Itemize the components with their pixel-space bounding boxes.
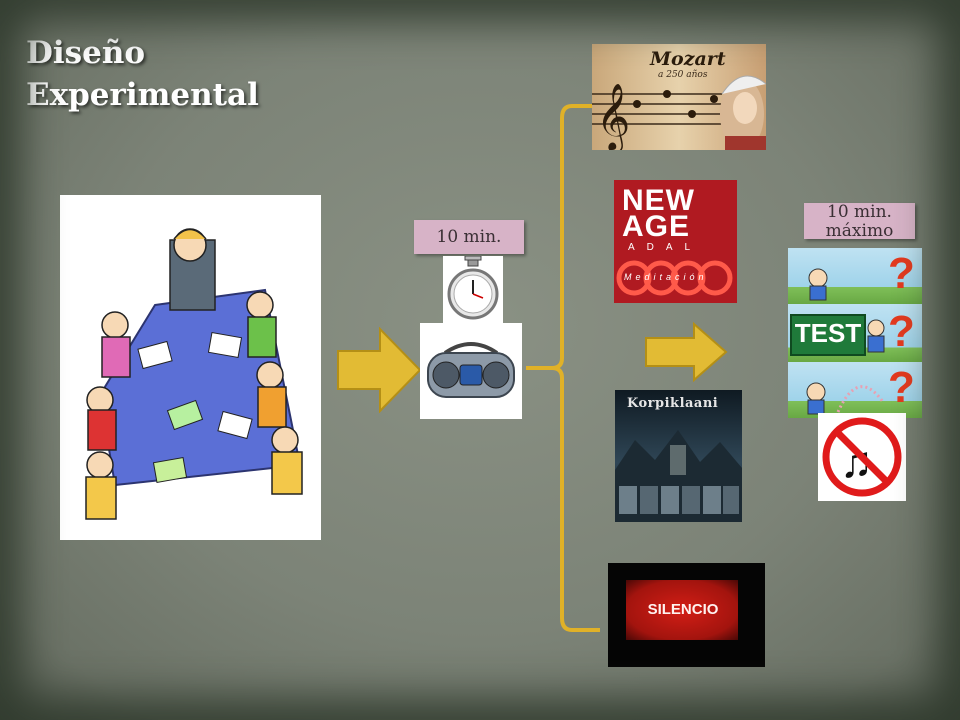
test-sign [790,314,866,356]
max-time-line-1: 10 min. [827,202,892,222]
max-time-label: 10 min. máximo [804,202,915,241]
title-line-1: Diseño [26,35,146,71]
question-mark-icon: ? [888,307,915,356]
metal-band-name: Korpiklaani [627,396,719,411]
arrow-right-icon [645,322,728,382]
no-music-icon: ♫ [818,413,906,501]
mozart-image: 𝄞 Mozart a 250 años [592,44,766,150]
test-image-top: ? [788,248,922,304]
group-meeting-image [60,195,321,540]
silence-text: SILENCIO [647,601,719,618]
newage-album-image: NEW AGE ADAL Meditación [614,180,737,303]
test-image-middle: TEST ? [788,304,922,362]
silence-sign [626,580,738,640]
newage-line1: NEW [622,184,695,217]
slide-title: Diseño Experimental [26,32,259,116]
title-line-2: Experimental [26,77,259,113]
metal-album-image: Korpiklaani [615,390,742,522]
max-time-line-2: máximo [825,221,894,241]
svg-text:𝄞: 𝄞 [596,84,630,150]
mozart-subtitle: a 250 años [658,70,708,80]
question-mark-icon: ? [888,249,915,298]
newage-line2: AGE [622,210,691,243]
mozart-title: Mozart [650,48,726,70]
newage-line3: ADAL [628,242,703,253]
time-label: 10 min. [414,220,524,254]
silence-image: SILENCIO [608,563,765,667]
arrow-right-icon [337,327,422,413]
stopwatch-icon [443,256,503,324]
group-meeting-illustration [85,228,303,520]
test-image-bottom: ? [788,362,922,418]
question-mark-icon: ? [888,363,915,412]
bracket-connector [526,104,600,632]
newage-line4: Meditación [624,272,708,282]
stereo-icon [420,323,522,419]
test-text: TEST [794,318,862,348]
